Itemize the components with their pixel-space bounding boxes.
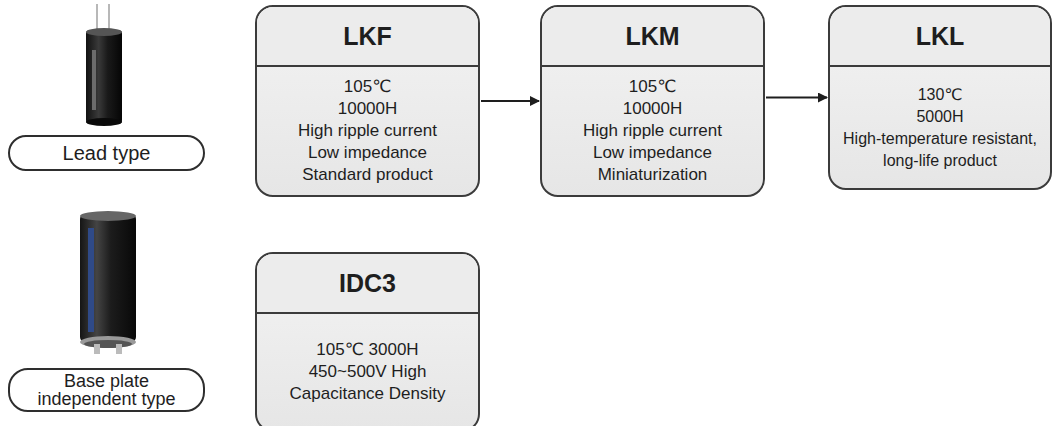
- node-text: High ripple current: [583, 120, 722, 142]
- node-text: 450~500V High Capacitance Density: [279, 361, 457, 405]
- node-text: 10000H: [623, 98, 683, 120]
- node-text: IDC3: [339, 269, 396, 298]
- node-text: 5000H: [916, 106, 963, 128]
- series-box: LKM 105℃10000HHigh ripple currentLow impe…: [540, 5, 765, 197]
- category-pill: Lead type: [8, 135, 205, 171]
- node-text: Standard product: [302, 164, 432, 186]
- series-header: IDC3: [257, 254, 478, 314]
- node-text: 105℃: [629, 76, 676, 98]
- node-text: High ripple current: [298, 120, 437, 142]
- node-text: 105℃: [344, 76, 391, 98]
- series-body: 130℃5000HHigh-temperature resistant, lon…: [830, 67, 1050, 188]
- flow-arrow: [766, 97, 827, 99]
- series-header: LKL: [830, 7, 1050, 67]
- series-header: LKF: [257, 7, 478, 67]
- category-pill: Base plate independent type: [8, 368, 205, 412]
- node-text: Base plate independent type: [28, 372, 185, 408]
- series-body: 105℃10000HHigh ripple currentLow impedan…: [257, 67, 478, 195]
- series-header: LKM: [542, 7, 763, 67]
- flow-arrow: [481, 100, 539, 102]
- series-body: 105℃10000HHigh ripple currentLow impedan…: [542, 67, 763, 195]
- node-text: 105℃ 3000H: [316, 339, 418, 361]
- node-text: LKF: [343, 22, 392, 51]
- lead-capacitor: [86, 4, 122, 126]
- node-text: 10000H: [338, 98, 398, 120]
- series-box: LKL 130℃5000HHigh-temperature resistant, …: [828, 5, 1052, 190]
- node-text: Low impedance: [593, 142, 712, 164]
- node-text: High-temperature resistant, long-life pr…: [834, 128, 1046, 172]
- node-text: LKM: [625, 22, 679, 51]
- node-text: 130℃: [918, 84, 963, 106]
- series-box: LKF 105℃10000HHigh ripple currentLow impe…: [255, 5, 480, 197]
- series-body: 105℃ 3000H450~500V High Capacitance Dens…: [257, 314, 478, 426]
- node-text: LKL: [916, 22, 965, 51]
- series-box: IDC3 105℃ 3000H450~500V High Capacitance …: [255, 252, 480, 426]
- base-plate-capacitor: [80, 211, 136, 354]
- node-text: Miniaturization: [598, 164, 708, 186]
- node-text: Low impedance: [308, 142, 427, 164]
- node-text: Lead type: [63, 143, 151, 163]
